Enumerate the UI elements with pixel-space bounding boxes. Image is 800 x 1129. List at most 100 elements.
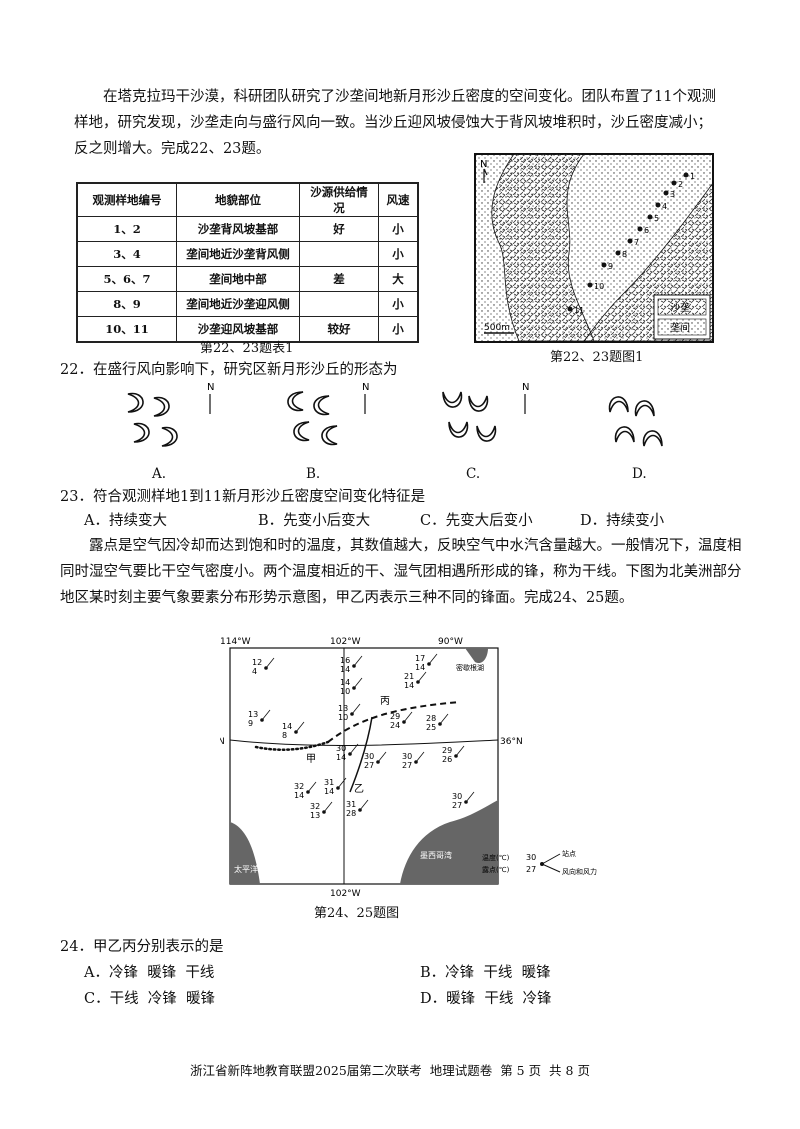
table-cell: 垄间地近沙垄迎风侧 [176, 291, 300, 317]
table-header: 观测样地编号 [76, 182, 177, 217]
label-jia: 甲 [306, 754, 316, 765]
wind-barb-icon [417, 671, 427, 683]
site-label: 3 [670, 190, 675, 199]
wind-barb-icon [295, 721, 305, 733]
table-cell: 5、6、7 [76, 266, 177, 292]
q22-option-c[interactable]: C. [466, 466, 481, 482]
north-label: N [480, 159, 487, 170]
figure-2-caption: 第24、25题图 [314, 906, 400, 921]
table-cell: 1、2 [76, 216, 177, 242]
figure-1-caption: 第22、23题图1 [550, 350, 644, 365]
crescent-dune-icon [287, 391, 304, 412]
lake-label: 密歇根湖 [456, 663, 484, 672]
table-cell: 小 [378, 216, 419, 242]
lon-label: 114°W [220, 637, 251, 647]
crescent-dune-icon [442, 391, 463, 408]
table-cell: 小 [378, 241, 419, 267]
q23-option-b[interactable]: B．先变小后变大 [258, 513, 371, 529]
lon-label-bottom: 102°W [330, 889, 361, 898]
site-point [615, 250, 621, 256]
station-dew: 14 [324, 787, 334, 796]
station-temp: 32 [294, 782, 304, 791]
wind-barb-icon [439, 713, 449, 725]
q24-option-a[interactable]: A．冷锋 暖锋 干线 [84, 965, 215, 981]
q23-option-c[interactable]: C．先变大后变小 [420, 513, 533, 529]
pacific-ocean [230, 822, 260, 884]
q24-option-c[interactable]: C．干线 冷锋 暖锋 [84, 991, 216, 1007]
intro-paragraph: 在塔克拉玛干沙漠，科研团队研究了沙垄间地新月形沙丘密度的空间变化。团队布置了11… [74, 89, 716, 157]
front-bing [327, 701, 461, 743]
table-1: 观测样地编号 地貌部位 沙源供给情况 风速 1、2 沙垄背风坡基部 好 小 3、… [76, 182, 419, 343]
crescent-dune-icon [161, 426, 178, 447]
lon-label: 102°W [330, 637, 361, 647]
station-dew: 10 [338, 713, 348, 722]
site-label: 7 [634, 238, 639, 247]
station-dew: 14 [415, 663, 425, 672]
table-header-row: 观测样地编号 地貌部位 沙源供给情况 风速 [76, 182, 419, 217]
lat-label-right: 36°N [500, 737, 523, 747]
crescent-dune-icon [313, 395, 330, 416]
table-cell: 10、11 [76, 316, 177, 343]
station-temp: 30 [364, 752, 374, 761]
station-temp: 30 [402, 752, 412, 761]
q24-option-d[interactable]: D．暖锋 干线 冷锋 [420, 991, 552, 1007]
station-temp: 32 [310, 802, 320, 811]
station-temp: 17 [415, 654, 425, 663]
site-label: 6 [644, 226, 649, 235]
wind-barb-icon [349, 743, 359, 755]
station-temp: 30 [452, 792, 462, 801]
q23-stem: 23．符合观测样地1到11新月形沙丘密度空间变化特征是 [60, 489, 426, 505]
station-dew: 27 [452, 801, 462, 810]
figure-2-weather-map: 太平洋 墨西哥湾 密歇根湖 甲 乙 丙 114°W 102°W 90°W 102… [220, 637, 597, 898]
crescent-dune-icon [614, 426, 635, 443]
site-label: 5 [654, 214, 659, 223]
site-point [683, 172, 689, 178]
wind-barb-icon [377, 751, 387, 763]
table-cell [299, 291, 379, 317]
table-1-caption: 第22、23题表1 [200, 341, 294, 356]
table-row: 8、9 垄间地近沙垄迎风侧 小 [76, 291, 419, 317]
site-point [647, 214, 653, 220]
table-row: 1、2 沙垄背风坡基部 好 小 [76, 216, 419, 242]
q22-option-a[interactable]: A. [152, 466, 167, 482]
site-point [671, 180, 677, 186]
wind-barb-icon [351, 703, 361, 715]
q22-option-b[interactable]: B. [306, 466, 321, 482]
station-dew: 14 [404, 681, 414, 690]
legend-station: 站点 [562, 849, 576, 858]
table-cell: 大 [378, 266, 419, 292]
station-temp: 14 [282, 722, 292, 731]
site-label: 10 [594, 282, 604, 291]
station-dew: 27 [364, 761, 374, 770]
crescent-dune-icon [321, 425, 338, 446]
table-cell: 差 [299, 266, 379, 292]
site-label: 2 [678, 180, 683, 189]
crescent-dune-icon [634, 400, 655, 417]
dune-ridge-left [491, 153, 595, 342]
wind-barb-icon [403, 711, 413, 723]
legend-wind: 风向和风力 [562, 867, 597, 876]
q24-option-b[interactable]: B．冷锋 干线 暖锋 [420, 965, 551, 981]
legend-interridge: 垄间 [670, 321, 690, 334]
site-point [601, 262, 607, 268]
legend-ridge: 沙垄 [670, 301, 690, 314]
north-label: N [207, 382, 214, 393]
q22-option-d[interactable]: D. [632, 466, 647, 482]
station-dew: 8 [282, 731, 287, 740]
legend-dew: 露点(℃) [482, 866, 510, 874]
table-cell: 小 [378, 291, 419, 317]
crescent-dune-icon [468, 395, 489, 412]
wind-barb-icon [323, 801, 333, 813]
q23-option-d[interactable]: D．持续变小 [580, 513, 665, 529]
q23-option-a[interactable]: A．持续变大 [84, 513, 167, 529]
front-jia [254, 740, 330, 751]
site-label: 4 [662, 202, 667, 211]
legend-t: 30 [526, 853, 536, 862]
label-bing: 丙 [380, 696, 390, 707]
station-temp: 16 [340, 656, 350, 665]
station-temp: 13 [248, 710, 258, 719]
crescent-dune-icon [476, 425, 497, 442]
crescent-dune-icon [133, 422, 150, 443]
wind-barb-icon [337, 777, 347, 789]
station-dew: 24 [390, 721, 400, 730]
